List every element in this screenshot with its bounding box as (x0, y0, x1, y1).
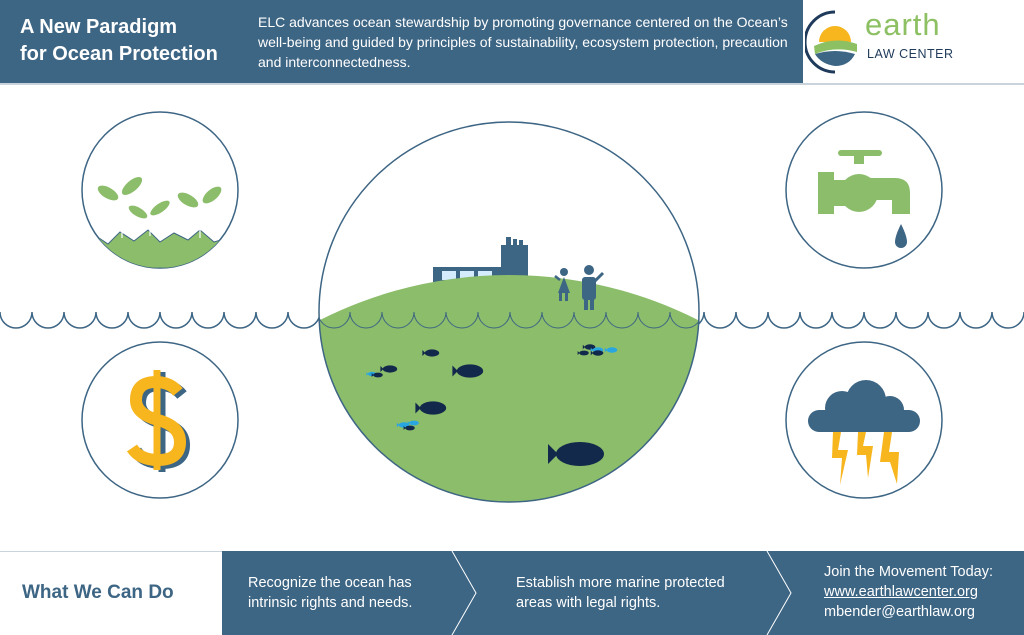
green-hill (319, 275, 699, 502)
logo-emblem-icon (805, 10, 857, 74)
logo-subtitle: LAW CENTER (867, 47, 954, 61)
storm-cloud-icon (785, 341, 943, 499)
fish-icon (380, 365, 398, 373)
step-marine-protected-areas: Establish more marine protected areas wi… (516, 575, 725, 611)
ocean-scene (0, 111, 1024, 503)
footer-title: What We Can Do (22, 582, 174, 603)
faucet-icon (785, 111, 943, 269)
title-line-1: A New Paradigm (20, 16, 178, 38)
lightning-icon (832, 432, 899, 485)
contact-email[interactable]: mbender@earthlaw.org (824, 604, 975, 620)
water-drop-icon (895, 224, 907, 248)
fish-icon (371, 372, 383, 378)
earth-law-center-logo: earth LAW CENTER (803, 0, 1024, 83)
logo-word: earth (865, 7, 941, 42)
fish-icon (452, 364, 484, 378)
fish-icon (577, 350, 589, 356)
chevron-divider (766, 551, 792, 635)
footer-actions: What We Can Do Recognize the ocean has i… (0, 551, 1024, 635)
fish-icon (396, 422, 410, 428)
page-title: A New Paradigm for Ocean Protection (20, 14, 218, 68)
header-banner: A New Paradigm for Ocean Protection ELC … (0, 0, 803, 83)
fish-icon (422, 349, 440, 357)
fish-icon (407, 420, 419, 426)
divider (0, 83, 1024, 85)
ocean-globe-illustration (318, 121, 700, 503)
join-movement-label: Join the Movement Today: (824, 564, 993, 580)
people-icon (554, 265, 605, 310)
fish-icon (415, 401, 447, 415)
dollar-icon (81, 341, 239, 499)
fish-icon (590, 350, 604, 356)
mission-description: ELC advances ocean stewardship by promot… (258, 14, 788, 70)
step-recognize-rights: Recognize the ocean has intrinsic rights… (248, 575, 413, 611)
fish-school (366, 344, 618, 466)
chevron-divider (451, 551, 477, 635)
sprouts-icon (81, 111, 239, 269)
fish-icon (582, 344, 596, 350)
title-line-2: for Ocean Protection (20, 43, 218, 65)
fish-icon (604, 347, 618, 353)
fish-icon (403, 425, 415, 431)
fish-icon (548, 442, 604, 466)
website-link[interactable]: www.earthlawcenter.org (824, 584, 978, 600)
